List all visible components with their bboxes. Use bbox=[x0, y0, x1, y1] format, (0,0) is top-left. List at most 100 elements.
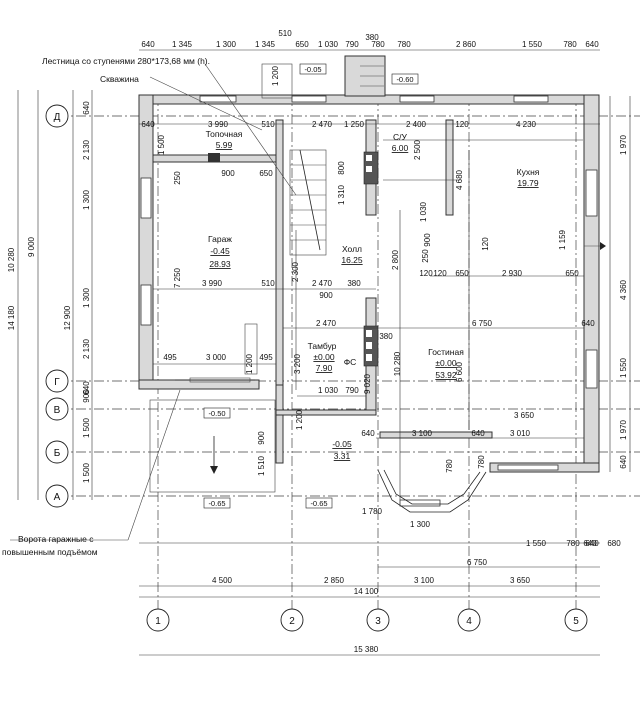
dim-left-inner: 1 500 bbox=[82, 462, 91, 483]
dim-interior: 120 bbox=[433, 269, 447, 278]
garage-details bbox=[149, 323, 276, 493]
dim-interior: 900 bbox=[319, 291, 333, 300]
dim-vertical: 250 bbox=[421, 249, 430, 263]
slope-arrow-head bbox=[210, 466, 218, 474]
bay-outline-outer bbox=[377, 469, 487, 513]
dim-left-outer: 14 180 bbox=[7, 305, 16, 330]
dim-interior: 510 bbox=[261, 279, 275, 288]
dim-interior: 2 470 bbox=[312, 279, 333, 288]
dim-left-inner: 1 300 bbox=[82, 189, 91, 210]
dim-interior: 120 bbox=[419, 269, 433, 278]
note-well: Скважина bbox=[100, 74, 139, 84]
dim-bottom-total: 14 100 bbox=[354, 587, 379, 596]
windows bbox=[140, 95, 598, 507]
level-top-right: -0.60 bbox=[396, 75, 413, 84]
wall-porch-left bbox=[275, 384, 284, 464]
dim-left-mid: 12 900 bbox=[63, 305, 72, 330]
room-area-boiler: 5.99 bbox=[216, 140, 233, 150]
axis-label-b: Б bbox=[54, 448, 61, 459]
dim-interior: 3 000 bbox=[206, 353, 227, 362]
level-marks: -0.05 -0.60 -0.50 -0.65 -0.65 bbox=[203, 63, 419, 509]
dim-vertical: 780 bbox=[477, 455, 486, 469]
dim-left-inner: 1 300 bbox=[82, 287, 91, 308]
dim-top-row1: 650 bbox=[295, 40, 309, 49]
dim-top-row1: 1 300 bbox=[216, 40, 237, 49]
axis-label-v: В bbox=[54, 405, 61, 416]
dim-top-row1: 780 bbox=[371, 40, 385, 49]
dim-top-row2: 2 470 bbox=[312, 120, 333, 129]
dim-vertical: 900 bbox=[423, 233, 432, 247]
dim-right-col: 1 970 bbox=[619, 419, 628, 440]
dim-right-col: 1 550 bbox=[619, 357, 628, 378]
porch-area: 3.31 bbox=[334, 451, 351, 461]
axis-bubble-d bbox=[45, 104, 69, 128]
dim-interior: 3 100 bbox=[412, 429, 433, 438]
axis-label-2: 2 bbox=[289, 616, 295, 627]
dim-bottom-row2: 3 100 bbox=[414, 576, 435, 585]
axis-markers: Д Г В Б А 1 2 3 4 5 bbox=[45, 104, 588, 632]
garage-gate-frame bbox=[189, 377, 251, 383]
dim-top-row2: 1 250 bbox=[344, 120, 365, 129]
garage-pillar bbox=[244, 323, 258, 375]
dim-top-row1: 2 860 bbox=[456, 40, 477, 49]
dim-interior: 6 750 bbox=[472, 319, 493, 328]
axis-bubble-4 bbox=[457, 608, 481, 632]
dim-left-inner: 2 130 bbox=[82, 338, 91, 359]
dim-left-inner: 900 bbox=[82, 389, 91, 403]
dim-vertical: 250 bbox=[173, 171, 182, 185]
room-level-vestibule: ±0.00 bbox=[313, 352, 334, 362]
axis-label-d: Д bbox=[54, 112, 61, 123]
dim-vertical: 6 600 bbox=[455, 361, 464, 382]
dim-top-row2: 510 bbox=[261, 120, 275, 129]
dim-vertical: 2 300 bbox=[291, 261, 300, 282]
room-name-boiler: Топочная bbox=[206, 129, 243, 139]
wall-garage-hall bbox=[275, 119, 284, 386]
room-area-hall: 16.25 bbox=[341, 255, 363, 265]
dim-top-extra: 510 bbox=[278, 29, 292, 38]
dimension-lines bbox=[10, 49, 631, 656]
axis-bubble-3 bbox=[366, 608, 390, 632]
room-name-living: Гостиная bbox=[428, 347, 464, 357]
window-su bbox=[399, 95, 435, 103]
dim-top-row1: 780 bbox=[563, 40, 577, 49]
leader-gate bbox=[127, 389, 181, 541]
dim-top-row1: 780 bbox=[397, 40, 411, 49]
dim-vertical: 1 510 bbox=[257, 455, 266, 476]
dim-top-row2: 120 bbox=[455, 120, 469, 129]
dim-bottom-row1: 640 bbox=[583, 539, 597, 548]
dim-interior: 3 990 bbox=[202, 279, 223, 288]
dim-top-row1: 1 345 bbox=[172, 40, 193, 49]
axis-label-3: 3 bbox=[375, 616, 381, 627]
dim-top-row1: 1 550 bbox=[522, 40, 543, 49]
dim-top-row2: 640 bbox=[141, 120, 155, 129]
dim-vertical: 9 020 bbox=[363, 373, 372, 394]
axis-bubble-1 bbox=[146, 608, 170, 632]
dim-interior: 3 650 bbox=[514, 411, 535, 420]
level-top-porch: -0.05 bbox=[304, 65, 321, 74]
room-area-living: 53.92 bbox=[435, 370, 457, 380]
stair-flight bbox=[289, 149, 327, 256]
dim-interior: 900 bbox=[221, 169, 235, 178]
well-block bbox=[261, 63, 293, 99]
garage-apron bbox=[149, 399, 276, 493]
dim-top-row2: 2 400 bbox=[406, 120, 427, 129]
dim-bottom-row1: 680 bbox=[607, 539, 621, 548]
dim-interior: 1 780 bbox=[362, 507, 383, 516]
dim-interior: 495 bbox=[259, 353, 273, 362]
axis-bubble-a bbox=[45, 484, 69, 508]
dim-interior: 650 bbox=[565, 269, 579, 278]
dim-left-inner: 640 bbox=[82, 101, 91, 115]
bay-window bbox=[377, 469, 487, 513]
dim-vertical: 1 159 bbox=[558, 229, 567, 250]
level-garage-apron: -0.50 bbox=[208, 409, 225, 418]
room-area-garage: 28.93 bbox=[209, 259, 231, 269]
vent-blocks bbox=[208, 151, 379, 367]
bay-outline-inner bbox=[383, 469, 481, 505]
dim-vertical: 1 200 bbox=[245, 353, 254, 374]
boiler bbox=[208, 153, 220, 162]
dim-bottom-row2: 3 650 bbox=[510, 576, 531, 585]
dim-right-col: 4 360 bbox=[619, 279, 628, 300]
wall-garage-bottom bbox=[138, 379, 260, 390]
